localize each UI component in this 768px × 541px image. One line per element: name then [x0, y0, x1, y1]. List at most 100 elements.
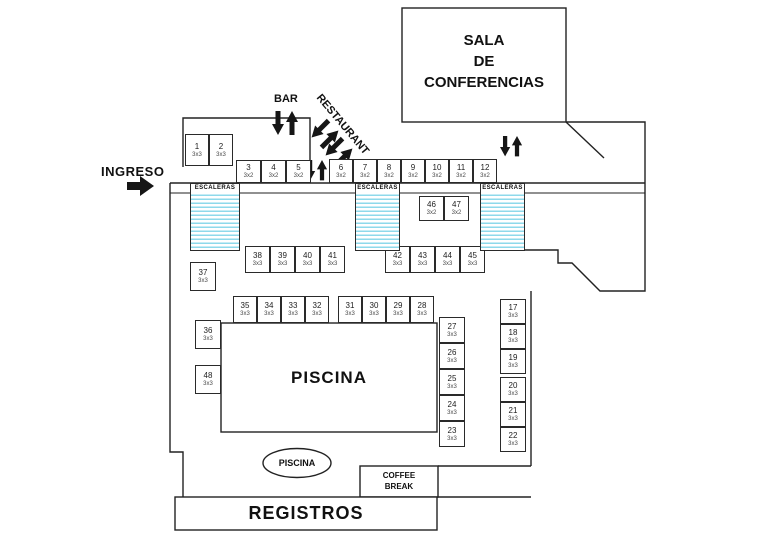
conference-line-2: DE — [473, 53, 495, 70]
booth-number: 39 — [278, 251, 287, 260]
booth-size: 3x3 — [508, 338, 518, 344]
booth-size: 3x3 — [264, 311, 274, 317]
coffee-break-line-2: BREAK — [384, 481, 414, 491]
coffee-break-line-1: COFFEE — [382, 470, 416, 480]
booth-number: 43 — [418, 251, 427, 260]
booth-number: 25 — [447, 373, 457, 383]
booth-size: 3x3 — [327, 261, 338, 267]
booth-size: 3x3 — [277, 261, 288, 267]
coffee-break-outline — [359, 465, 439, 498]
booth-size: 3x3 — [508, 416, 518, 422]
booth-size: 3x3 — [467, 261, 478, 267]
booth-number: 35 — [240, 301, 250, 310]
booth-number: 1 — [194, 141, 200, 151]
booth-number: 12 — [480, 162, 490, 172]
booth-size: 3x3 — [447, 435, 457, 442]
registration-label: REGISTROS — [248, 503, 364, 523]
booth-size: 3x3 — [203, 381, 213, 387]
booth-number: 9 — [410, 162, 416, 172]
left-wall — [169, 183, 184, 497]
right-stepped-wall — [525, 183, 646, 292]
booth-number: 2 — [218, 141, 224, 151]
booth-size: 3x3 — [198, 278, 208, 284]
booth-size: 3x3 — [252, 261, 263, 267]
booth-size: 3x3 — [312, 311, 322, 317]
booth-number: 31 — [345, 301, 355, 310]
booth-number: 24 — [447, 399, 457, 409]
booth-size: 3x3 — [345, 311, 355, 317]
conference-line-1: SALA — [463, 32, 505, 49]
booth-size: 3x3 — [216, 151, 226, 158]
booth-size: 3x2 — [426, 210, 437, 216]
booth-size: 3x2 — [480, 172, 490, 179]
booth-size: 3x2 — [384, 172, 394, 179]
booth-number: 17 — [508, 303, 518, 312]
stairs-3: ESCALERAS — [480, 183, 525, 251]
booth-size: 3x3 — [508, 363, 518, 369]
booth-number: 36 — [203, 326, 213, 335]
booth-number: 18 — [508, 328, 518, 337]
conference-diagonal-wall — [565, 121, 605, 159]
pool-oval-outline — [262, 447, 332, 479]
conference-room-outline — [401, 7, 567, 123]
booth-number: 32 — [312, 301, 322, 310]
top-left-shelf-wall — [182, 117, 311, 183]
booth-size: 3x2 — [360, 172, 370, 179]
booth-size: 3x3 — [369, 311, 379, 317]
conference-arrows-icon — [500, 136, 523, 157]
booth-size: 3x3 — [447, 331, 457, 338]
booth-size: 3x3 — [417, 311, 427, 317]
booth-number: 11 — [456, 162, 466, 172]
booth-number: 33 — [288, 301, 298, 310]
booth-number: 4 — [271, 163, 276, 172]
booth-number: 42 — [393, 251, 402, 260]
booth-number: 7 — [362, 162, 368, 172]
booth-size: 3x2 — [456, 172, 466, 179]
booth-number: 3 — [246, 163, 251, 172]
booth-size: 3x3 — [302, 261, 313, 267]
booth-number: 37 — [198, 268, 208, 277]
booth-size: 3x2 — [336, 172, 346, 179]
booth-number: 46 — [427, 200, 436, 209]
conference-line-3: CONFERENCIAS — [423, 74, 544, 91]
coffee-break-label: COFFEE BREAK — [360, 466, 438, 497]
booth-size: 3x3 — [442, 261, 453, 267]
stairs-label: ESCALERAS — [481, 184, 524, 192]
booth-number: 45 — [468, 251, 477, 260]
booth-number: 28 — [417, 301, 427, 310]
booth-number: 34 — [264, 301, 274, 310]
